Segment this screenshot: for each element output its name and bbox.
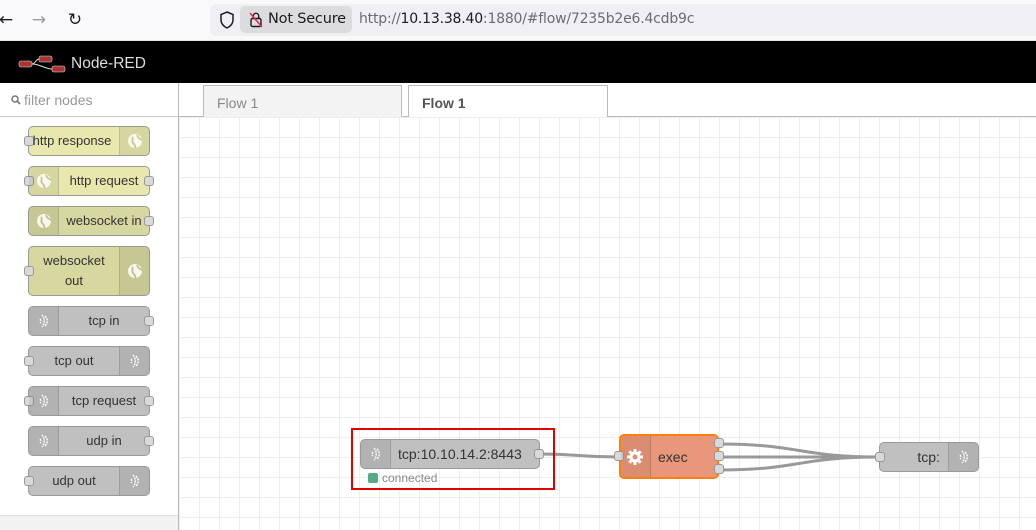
tab-flow-1-active[interactable]: Flow 1 bbox=[408, 85, 608, 118]
node-label: http response bbox=[32, 133, 112, 148]
input-port bbox=[24, 176, 34, 186]
tab-flow-1[interactable]: Flow 1 bbox=[203, 85, 402, 118]
wires bbox=[539, 442, 880, 472]
palette-node-udp-out[interactable]: udp out bbox=[24, 466, 150, 496]
url-host: 10.13.38.40 bbox=[400, 11, 484, 27]
palette-filter bbox=[0, 83, 178, 117]
palette-node-websocket-out[interactable]: websocket out bbox=[24, 246, 150, 296]
node-label: exec bbox=[658, 449, 688, 465]
bridge-icon bbox=[371, 447, 380, 461]
output-port-2[interactable] bbox=[714, 451, 724, 461]
filter-nodes-input[interactable] bbox=[24, 90, 174, 110]
input-port bbox=[24, 136, 34, 146]
input-port[interactable] bbox=[875, 452, 885, 462]
tab-label: Flow 1 bbox=[422, 95, 466, 111]
search-icon bbox=[11, 95, 21, 105]
input-port bbox=[24, 396, 34, 406]
highlight-box bbox=[351, 428, 555, 490]
palette-node-http-request[interactable]: http request bbox=[24, 166, 154, 196]
bridge-icon bbox=[130, 474, 139, 488]
output-port bbox=[144, 316, 154, 326]
bridge-icon bbox=[959, 450, 968, 464]
node-red-logo-icon bbox=[18, 55, 66, 73]
node-label: tcp: bbox=[917, 449, 940, 465]
node-label: http request bbox=[69, 173, 139, 188]
palette-node-tcp-out[interactable]: tcp out bbox=[24, 346, 150, 376]
output-port-3[interactable] bbox=[714, 464, 724, 474]
url-text[interactable]: http://10.13.38.40:1880/#flow/7235b2e6.4… bbox=[359, 11, 694, 27]
output-port-1[interactable] bbox=[714, 438, 724, 448]
wire[interactable] bbox=[718, 442, 880, 459]
node-label: udp out bbox=[52, 473, 96, 488]
node-label: tcp out bbox=[54, 353, 94, 368]
reload-button[interactable]: ↻ bbox=[67, 10, 83, 30]
shield-icon[interactable] bbox=[218, 10, 236, 30]
node-status: connected bbox=[368, 471, 437, 485]
status-text: connected bbox=[382, 471, 438, 485]
bridge-icon bbox=[39, 434, 48, 448]
globe-icon bbox=[37, 214, 52, 229]
node-label: udp in bbox=[86, 433, 122, 448]
workspace-tabs: Flow 1 Flow 1 bbox=[179, 83, 1036, 118]
palette-node-tcp-in[interactable]: tcp in bbox=[28, 306, 154, 336]
input-port[interactable] bbox=[614, 451, 624, 461]
output-port bbox=[144, 176, 154, 186]
node-palette: http response http request websocket in … bbox=[0, 83, 179, 530]
wire[interactable] bbox=[718, 455, 880, 472]
security-label: Not Secure bbox=[268, 11, 346, 27]
app-header: Node-RED bbox=[0, 41, 1036, 83]
url-path: :1880/#flow/7235b2e6.4cdb9c bbox=[482, 11, 695, 27]
output-port bbox=[144, 216, 154, 226]
cog-icon bbox=[627, 448, 643, 465]
globe-icon bbox=[128, 134, 143, 149]
forward-button[interactable]: → bbox=[31, 10, 47, 30]
globe-icon bbox=[37, 174, 52, 189]
flow-node-exec[interactable]: exec bbox=[614, 434, 724, 479]
tab-label: Flow 1 bbox=[217, 95, 259, 111]
status-dot-icon bbox=[368, 473, 378, 483]
input-port bbox=[24, 476, 34, 486]
output-port[interactable] bbox=[534, 449, 544, 459]
flow-node-tcp-in[interactable]: tcp:10.10.14.2:8443 bbox=[360, 439, 544, 469]
node-label: websocket out bbox=[43, 253, 105, 288]
output-port bbox=[144, 436, 154, 446]
app-title: Node-RED bbox=[71, 55, 146, 72]
node-label: tcp in bbox=[88, 313, 120, 328]
browser-toolbar: ← → ↻ Not Secure http://10.13.38.40:1880… bbox=[0, 0, 1036, 41]
palette-node-udp-in[interactable]: udp in bbox=[28, 426, 154, 456]
bridge-icon bbox=[39, 314, 48, 328]
globe-icon bbox=[128, 264, 143, 279]
output-port bbox=[144, 396, 154, 406]
node-label: tcp:10.10.14.2:8443 bbox=[398, 446, 522, 462]
palette-node-websocket-in[interactable]: websocket in bbox=[28, 206, 154, 236]
palette-node-tcp-request[interactable]: tcp request bbox=[24, 386, 154, 416]
bridge-icon bbox=[130, 354, 139, 368]
node-label: websocket in bbox=[66, 213, 142, 228]
input-port bbox=[24, 266, 34, 276]
bridge-icon bbox=[39, 394, 48, 408]
not-secure-badge[interactable]: Not Secure bbox=[240, 6, 352, 33]
lock-broken-icon bbox=[249, 12, 263, 28]
input-port bbox=[24, 356, 34, 366]
flow-node-tcp-out[interactable]: tcp: bbox=[875, 442, 979, 472]
flow-canvas[interactable]: tcp:10.10.14.2:8443 connected exec tcp: bbox=[179, 117, 1036, 530]
back-button[interactable]: ← bbox=[0, 10, 14, 30]
wire[interactable] bbox=[539, 452, 620, 459]
palette-footer bbox=[0, 515, 178, 530]
node-label: tcp request bbox=[71, 393, 137, 408]
url-scheme: http:// bbox=[359, 11, 401, 27]
palette-node-http-response[interactable]: http response bbox=[24, 126, 150, 156]
